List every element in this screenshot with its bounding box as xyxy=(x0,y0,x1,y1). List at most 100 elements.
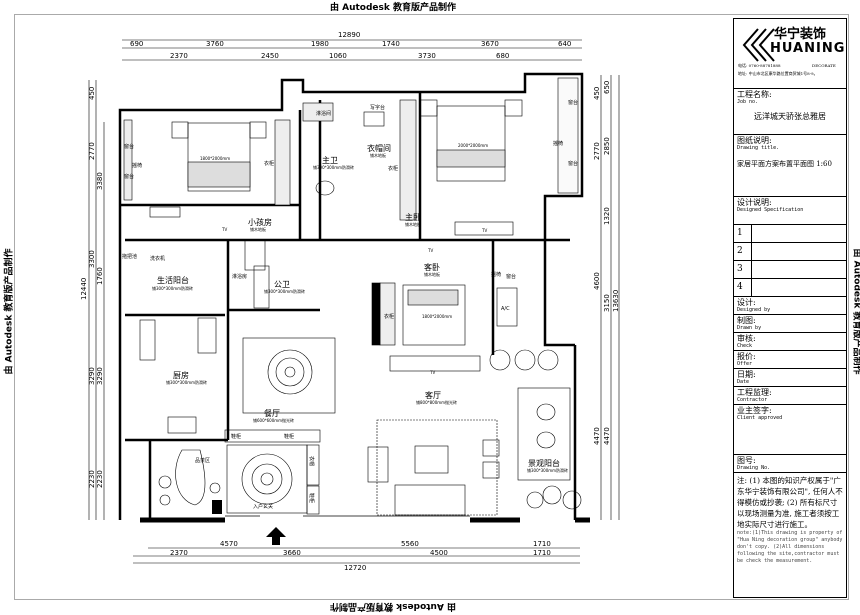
dim-bottom: 4500 xyxy=(430,549,448,557)
tv-label: TV xyxy=(429,370,435,375)
room-label-public-bath: 公卫 xyxy=(274,280,290,289)
room-label-cloakroom: 衣帽间 xyxy=(367,143,391,153)
floor-label: 铺木地板 xyxy=(405,221,421,227)
watermark-top: 由 Autodesk 教育版产品制作 xyxy=(330,3,457,13)
dim-top: 680 xyxy=(496,52,509,60)
date-label: 日期: xyxy=(737,370,756,379)
dim-right: 1320 xyxy=(603,207,611,225)
dim-bottom: 2370 xyxy=(170,549,188,557)
room-label-living: 客厅 xyxy=(425,390,441,400)
tv-label: TV xyxy=(481,228,487,233)
view-balcony-rug xyxy=(517,387,571,481)
dim-top: 640 xyxy=(558,40,571,48)
shoe-cabinet-label: 鞋柜 xyxy=(308,493,315,503)
job-label: 工程名称: xyxy=(737,90,772,99)
wardrobe-label: 衣柜 xyxy=(384,313,394,320)
copyright-note-en: note:(1)This drawing is property of "Hua… xyxy=(737,530,843,564)
floor-label: 铺300*300mm防滑砖 xyxy=(152,285,193,291)
label-entrance: 入户玄关 xyxy=(253,503,273,510)
dim-left: 3290 xyxy=(96,367,104,385)
title-block: 华宁装饰 HUANING 电话: 0760-88781888 DECORATE … xyxy=(733,18,847,598)
floor-label: 铺木地板 xyxy=(370,152,386,158)
dimension-lines xyxy=(88,39,620,564)
shoe-cabinet-label: 鞋柜 xyxy=(231,433,241,440)
logo-chevron-icon xyxy=(742,28,775,62)
window-sill-label: 窗台 xyxy=(568,160,578,167)
dim-left-total: 12440 xyxy=(80,278,88,300)
logo-sub: DECORATE xyxy=(812,63,836,68)
floor-label: 铺300*300mm防滑砖 xyxy=(527,467,568,473)
dim-top: 3730 xyxy=(418,52,436,60)
dim-bottom: 5560 xyxy=(401,540,419,548)
bed-kid xyxy=(187,122,251,192)
dim-top: 2450 xyxy=(261,52,279,60)
dim-top: 1980 xyxy=(311,40,329,48)
copyright-note: 注: (1) 本图的知识产权属于"广东华宁装饰有限公司", 任何人不得模仿或抄袭… xyxy=(737,476,843,529)
wardrobe-label: 衣柜 xyxy=(388,165,398,172)
dim-right-total: 13630 xyxy=(612,290,620,312)
label-desk: 写字台 xyxy=(370,104,385,111)
room-label-utility-balcony: 生活阳台 xyxy=(157,275,189,285)
contractor-label: 工程监理: xyxy=(737,388,772,397)
dim-right: 3150 xyxy=(603,294,611,312)
dining-rug xyxy=(242,337,336,414)
drawing-no-label: 图号: xyxy=(737,456,756,465)
dim-bottom: 4570 xyxy=(220,540,238,548)
revision-number: 1 xyxy=(734,225,752,242)
window-sill-label: 窗台 xyxy=(124,143,134,150)
room-label-kid: 小孩房 xyxy=(248,217,272,227)
furniture xyxy=(123,77,582,516)
dim-right: 2770 xyxy=(593,142,601,160)
dim-left: 1760 xyxy=(96,267,104,285)
label-washer: 洗衣机 xyxy=(150,255,165,262)
floor-label: 铺300*300mm防滑砖 xyxy=(264,288,305,294)
window-sill-label: 窗台 xyxy=(506,273,516,280)
dim-left: 3290 xyxy=(88,367,96,385)
bed-master xyxy=(436,105,506,182)
room-label-guest-bedroom: 客卧 xyxy=(424,262,440,272)
bed-size-label: 1800*2000mm xyxy=(422,314,452,319)
bed-size-label: 1800*2000mm xyxy=(200,156,230,161)
dim-right: 4600 xyxy=(593,272,601,290)
address: 地址: 中山市北区康华路位置商贸城1号8-9。 xyxy=(738,71,818,76)
window-sill-label: 窗台 xyxy=(568,99,578,106)
date-label-en: Date xyxy=(737,379,750,385)
dim-right: 4470 xyxy=(593,427,601,445)
coat-cabinet-label: 衣帽 xyxy=(308,456,315,466)
logo-en: HUANING xyxy=(770,41,846,56)
sofa xyxy=(394,484,466,516)
shoe-cabinet-label: 鞋柜 xyxy=(284,433,294,440)
room-label-dining: 餐厅 xyxy=(264,409,280,418)
offer-label-en: Offer xyxy=(737,361,753,367)
dim-top: 690 xyxy=(130,40,143,48)
floor-label: 铺木地板 xyxy=(424,271,440,277)
label-shower-room: 淋浴房 xyxy=(232,273,247,280)
room-label-kitchen: 厨房 xyxy=(173,370,189,380)
contractor-label-en: Contractor xyxy=(737,397,768,403)
dim-top: 1060 xyxy=(329,52,347,60)
drawn-label-en: Drawn by xyxy=(737,325,762,331)
drawing-title-label-en: Drawing title. xyxy=(737,145,780,151)
entrance-arrow-icon xyxy=(266,527,286,545)
check-label: 审核: xyxy=(737,334,756,343)
floor-label: 铺300*300mm防滑砖 xyxy=(166,379,207,385)
column xyxy=(212,500,222,514)
walls xyxy=(118,72,584,520)
company-logo: 华宁装饰 HUANING 电话: 0760-88781888 DECORATE … xyxy=(734,19,846,89)
drawing-title: 家居平面方案布置平面图 1:60 xyxy=(737,160,832,168)
revision-row: 2 xyxy=(734,243,846,261)
job-label-en: Job no. xyxy=(737,99,759,105)
floor-label: 铺600*600mm抛光砖 xyxy=(253,417,294,423)
revision-row: 4 xyxy=(734,279,846,297)
revision-row: 3 xyxy=(734,261,846,279)
dim-top-total: 12890 xyxy=(338,31,360,39)
drawing-no-label-en: Drawing No. xyxy=(737,465,771,471)
bathtub xyxy=(253,265,270,309)
dim-bottom: 1710 xyxy=(533,549,551,557)
dim-left: 2770 xyxy=(88,142,96,160)
dim-top: 2370 xyxy=(170,52,188,60)
dim-left: 2230 xyxy=(88,470,96,488)
floor-label: 铺300*300mm防滑砖 xyxy=(313,164,354,170)
ac-unit xyxy=(496,287,518,327)
